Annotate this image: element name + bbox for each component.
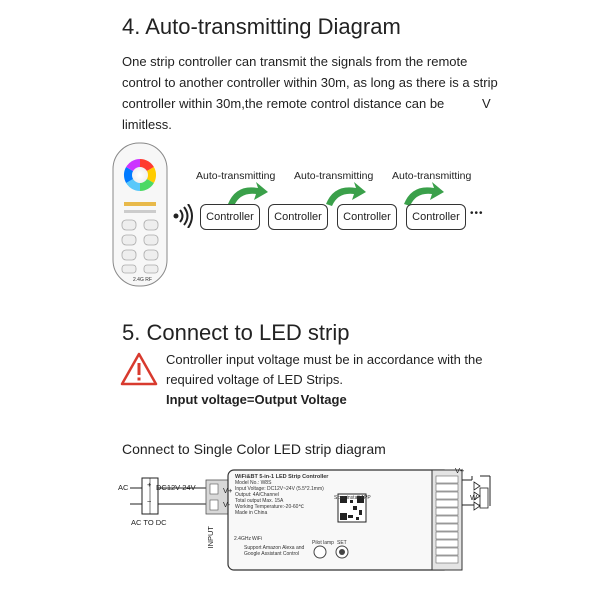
section5-title: 5. Connect to LED strip — [122, 320, 350, 345]
wiring-diagram — [130, 469, 491, 571]
plus-label: + — [147, 480, 152, 489]
warning-line-2: required voltage of LED Strips. — [166, 372, 344, 387]
controller-box-4: Controller — [406, 204, 466, 230]
ac-label: AC — [118, 483, 129, 492]
ac-to-dc-label: AC TO DC — [131, 518, 167, 527]
para-line-4: limitless. — [122, 117, 172, 132]
green-arrow-icon — [404, 182, 444, 206]
auto-label-1: Auto-transmitting — [196, 170, 276, 182]
input-label: INPUT — [206, 526, 215, 549]
spec-line: Total output Max. 15A — [235, 498, 284, 504]
controller-specs: WiFi&BT 5-in-1 LED Strip Controller Mode… — [235, 474, 345, 516]
alexa-line: Google Assistant Control — [244, 551, 300, 557]
led-diode-icon — [473, 491, 481, 501]
section4-title: 4. Auto-transmitting Diagram — [122, 14, 401, 39]
spec-line: WiFi&BT 5-in-1 LED Strip Controller — [235, 474, 329, 480]
auto-label-3: Auto-transmitting — [392, 170, 472, 182]
green-arrow-icon — [326, 182, 366, 206]
ellipsis: ••• — [470, 208, 484, 219]
auto-label-2: Auto-transmitting — [294, 170, 374, 182]
green-arrow-icon — [228, 182, 268, 206]
para-line-2: control to another controller within 30m… — [122, 75, 498, 90]
v-plus-right-label: V+ — [455, 466, 465, 475]
warning-icon — [120, 352, 158, 386]
v-minus-label: V- — [223, 500, 231, 509]
transmit-arrows — [228, 182, 444, 206]
freq-label: 2.4GHz — [234, 536, 251, 542]
controller-box-1: Controller — [200, 204, 260, 230]
wifi-label: WiFi — [252, 536, 262, 542]
remote-control — [112, 142, 168, 287]
alexa-line: Support Amazon Alexa and — [244, 545, 305, 551]
para-line-1: One strip controller can transmit the si… — [122, 54, 468, 69]
pilot-lamp-label: Pilot lamp — [312, 540, 334, 546]
set-label: SET — [337, 540, 347, 546]
diagram-title: Connect to Single Color LED strip diagra… — [122, 441, 386, 457]
controller-box-3: Controller — [337, 204, 397, 230]
remote-brand: 2.4G RF — [133, 277, 152, 283]
minus-label: − — [147, 497, 152, 506]
warning-text: Controller input voltage must be in acco… — [166, 350, 483, 390]
spec-line: Output: 4A/Channel — [235, 492, 279, 498]
dc-label: DC12V-24V — [156, 483, 196, 492]
section4-paragraph: One strip controller can transmit the si… — [122, 51, 582, 135]
led-diode-icon — [473, 501, 481, 511]
spec-line: Made in China — [235, 510, 268, 516]
para-line-3: controller within 30m,the remote control… — [122, 96, 445, 111]
stray-char: V — [482, 96, 491, 111]
spec-line: Input Voltage: DC12V~24V (5.5*2.1mm) — [235, 486, 324, 492]
alexa-text: Support Amazon Alexa and Google Assistan… — [244, 545, 304, 557]
scan-label: Scan install APP — [334, 495, 371, 501]
spec-line: Working Temperature:-20-60℃ — [235, 504, 305, 510]
w-label: W — [470, 493, 478, 502]
led-diode-icon — [473, 481, 481, 491]
voltage-emphasis: Input voltage=Output Voltage — [166, 392, 347, 407]
controller-box-2: Controller — [268, 204, 328, 230]
v-plus-label: V+ — [223, 486, 233, 495]
warning-line-1: Controller input voltage must be in acco… — [166, 352, 483, 367]
spec-line: Model No.: W8S — [235, 480, 272, 486]
wireless-signal-icon — [173, 204, 193, 228]
